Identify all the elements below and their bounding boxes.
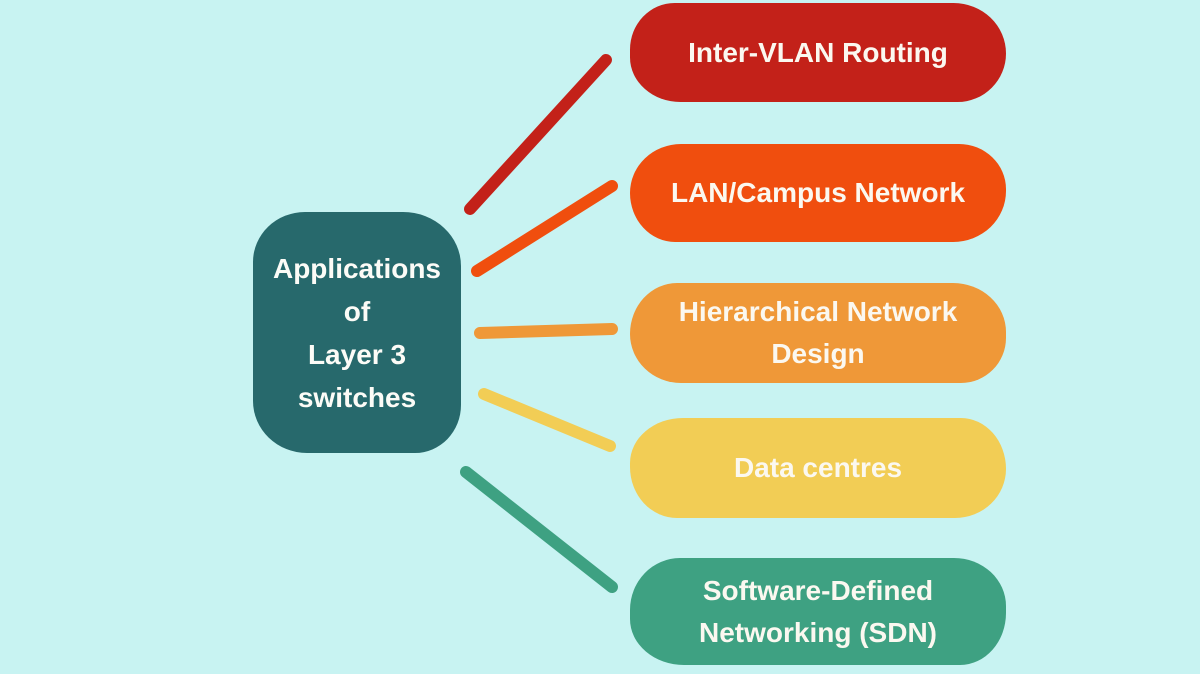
node-software-defined-networking: Software-Defined Networking (SDN) <box>630 558 1006 665</box>
connector-lan-campus-network <box>471 180 618 277</box>
node-data-centres: Data centres <box>630 418 1006 518</box>
connector-sdn <box>460 466 618 593</box>
central-topic-line-3: Layer 3 <box>307 338 407 370</box>
node-label: Data centres <box>733 452 903 483</box>
node-hierarchical-network-design: Hierarchical Network Design <box>630 283 1006 383</box>
node-label: LAN/Campus Network <box>670 177 966 208</box>
node-label: Hierarchical Network Design <box>678 296 958 369</box>
connector-inter-vlan-routing <box>464 54 612 215</box>
node-lan-campus-network: LAN/Campus Network <box>630 144 1006 242</box>
node-label: Software-Defined Networking (SDN) <box>699 574 937 648</box>
connector-hierarchical-network-design <box>474 323 618 339</box>
connector-data-centres <box>478 388 616 452</box>
node-label: Inter-VLAN Routing <box>688 36 948 68</box>
central-topic-line-2: of <box>343 295 371 327</box>
central-topic-line-4: switches <box>297 381 417 413</box>
central-topic: Applications of Layer 3 switches <box>253 212 461 453</box>
central-topic-line-1: Applications <box>272 252 441 284</box>
node-inter-vlan-routing: Inter-VLAN Routing <box>630 3 1006 102</box>
